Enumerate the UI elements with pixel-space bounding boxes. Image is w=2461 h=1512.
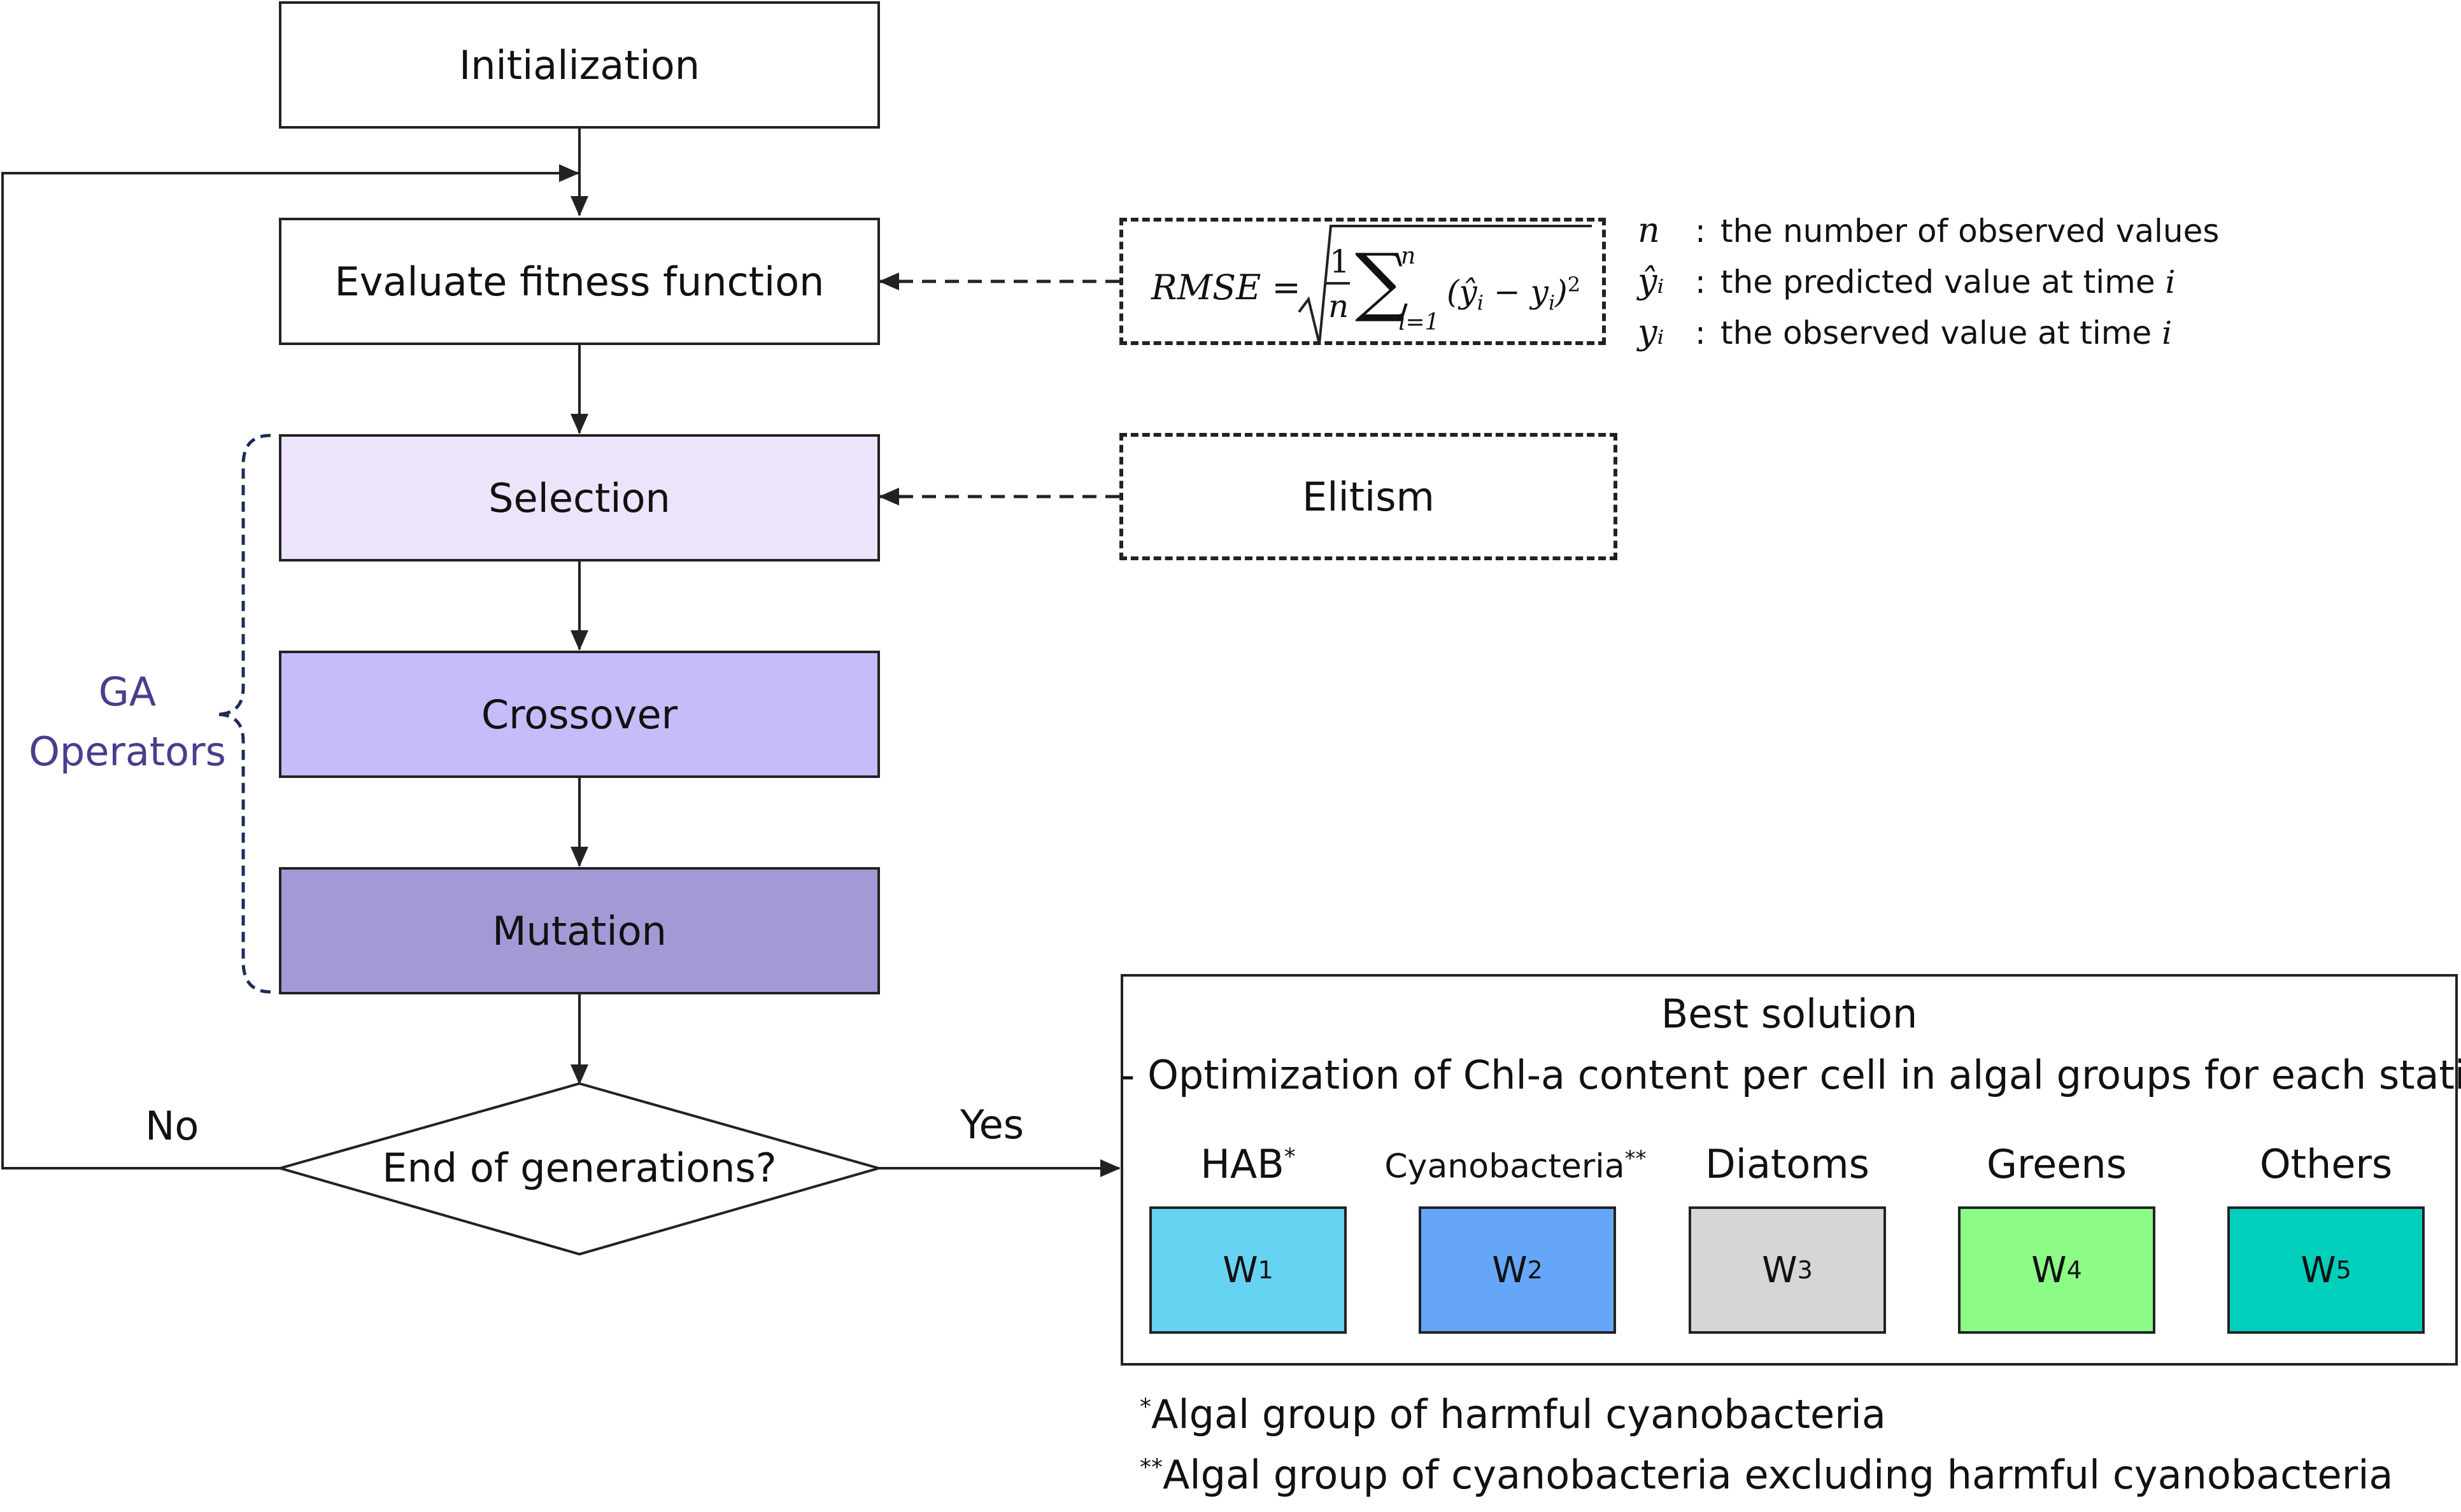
- weight-index: 3: [1797, 1256, 1813, 1284]
- elitism-label: Elitism: [1302, 473, 1435, 520]
- group-mark: *: [1284, 1143, 1296, 1170]
- group-name: Others: [2259, 1141, 2393, 1187]
- initialization-box: Initialization: [279, 1, 880, 129]
- loop-back-no-path: [1, 164, 579, 1169]
- ga-operators-label: GA Operators: [25, 662, 229, 782]
- group-title-others: Others: [2227, 1141, 2425, 1187]
- weight-index: 4: [2066, 1256, 2082, 1284]
- footnote-hab: *Algal group of harmful cyanobacteria: [1140, 1391, 1886, 1438]
- rmse-sum-lower: i=1: [1398, 309, 1440, 336]
- legend-text: the predicted value at time: [1720, 264, 2155, 300]
- legend-colon: :: [1695, 264, 1706, 300]
- legend-colon: :: [1695, 314, 1706, 351]
- weight-index: 1: [1258, 1256, 1273, 1284]
- best-solution-box: [1121, 974, 2458, 1366]
- initialization-label: Initialization: [458, 41, 700, 88]
- weight-index: 5: [2336, 1256, 2351, 1284]
- footnote-mark: **: [1140, 1454, 1163, 1481]
- evaluate-fitness-box: Evaluate fitness function: [279, 218, 880, 345]
- weight-symbol: W: [2301, 1249, 2336, 1291]
- crossover-box: Crossover: [279, 651, 880, 778]
- ga-operators-brace: [216, 434, 271, 994]
- rmse-frac-num: 1: [1330, 243, 1350, 280]
- weight-symbol: W: [1223, 1249, 1258, 1291]
- elitism-box: Elitism: [1119, 433, 1617, 560]
- legend-symbol: yᵢ: [1638, 312, 1664, 352]
- rmse-term-sub2: i: [1548, 290, 1556, 315]
- best-solution-subtitle: - Optimization of Chl-a content per cell…: [1121, 1052, 2461, 1098]
- crossover-label: Crossover: [481, 691, 678, 738]
- group-name: Cyanobacteria: [1384, 1147, 1625, 1186]
- rmse-formula-box: [1119, 218, 1606, 345]
- weight-symbol: W: [1492, 1249, 1528, 1291]
- legend-tail: i: [2165, 264, 2176, 300]
- legend-row-yhat: ŷᵢ: the predicted value at time i: [1638, 261, 2176, 301]
- legend-text: the observed value at time: [1720, 314, 2152, 351]
- yes-label: Yes: [960, 1101, 1025, 1148]
- legend-row-y: yᵢ: the observed value at time i: [1638, 312, 2172, 352]
- rmse-power: 2: [1567, 272, 1581, 297]
- group-title-diatoms: Diatoms: [1689, 1141, 1886, 1187]
- best-solution-title: Best solution: [1661, 991, 1918, 1037]
- rmse-frac-den: n: [1328, 288, 1349, 325]
- rmse-term-open: (ŷ: [1447, 273, 1477, 311]
- rmse-lhs: RMSE =: [1151, 267, 1301, 307]
- weight-symbol: W: [2031, 1249, 2067, 1291]
- group-name: Diatoms: [1705, 1141, 1869, 1187]
- rmse-term: (ŷi − yi)2: [1447, 272, 1580, 315]
- group-title-greens: Greens: [1958, 1141, 2155, 1187]
- legend-text: the number of observed values: [1720, 213, 2220, 250]
- group-name: Greens: [1986, 1141, 2127, 1187]
- rmse-minus: − y: [1484, 273, 1549, 311]
- summation-sign: ∑: [1355, 237, 1409, 325]
- footnote-text: Algal group of cyanobacteria excluding h…: [1163, 1452, 2394, 1498]
- footnote-mark: *: [1140, 1394, 1151, 1420]
- group-mark: **: [1624, 1146, 1647, 1171]
- selection-label: Selection: [488, 474, 670, 521]
- legend-tail: i: [2162, 314, 2173, 351]
- footnote-cyanobacteria: **Algal group of cyanobacteria excluding…: [1140, 1452, 2393, 1498]
- rmse-term-sub: i: [1477, 290, 1484, 315]
- group-title-cyanobacteria: Cyanobacteria**: [1369, 1146, 1662, 1185]
- group-title-hab: HAB*: [1149, 1141, 1347, 1187]
- no-label: No: [145, 1103, 199, 1149]
- group-name: HAB: [1200, 1141, 1284, 1187]
- legend-row-n: n: the number of observed values: [1638, 210, 2219, 250]
- ga-operators-line1: GA: [98, 668, 157, 715]
- selection-box: Selection: [279, 434, 880, 562]
- decision-diamond: [275, 1082, 884, 1256]
- weight-index: 2: [1527, 1256, 1543, 1284]
- weight-symbol: W: [1762, 1249, 1798, 1291]
- mutation-label: Mutation: [492, 907, 667, 954]
- rmse-close: ): [1555, 273, 1568, 311]
- legend-symbol: ŷᵢ: [1638, 261, 1664, 301]
- footnote-text: Algal group of harmful cyanobacteria: [1151, 1391, 1886, 1438]
- legend-colon: :: [1695, 213, 1706, 250]
- evaluate-fitness-label: Evaluate fitness function: [334, 258, 825, 305]
- decision-label: End of generations?: [382, 1145, 777, 1191]
- rmse-sum-upper: n: [1401, 243, 1416, 269]
- legend-symbol: n: [1638, 210, 1660, 250]
- ga-operators-line2: Operators: [29, 728, 226, 775]
- mutation-box: Mutation: [279, 867, 880, 994]
